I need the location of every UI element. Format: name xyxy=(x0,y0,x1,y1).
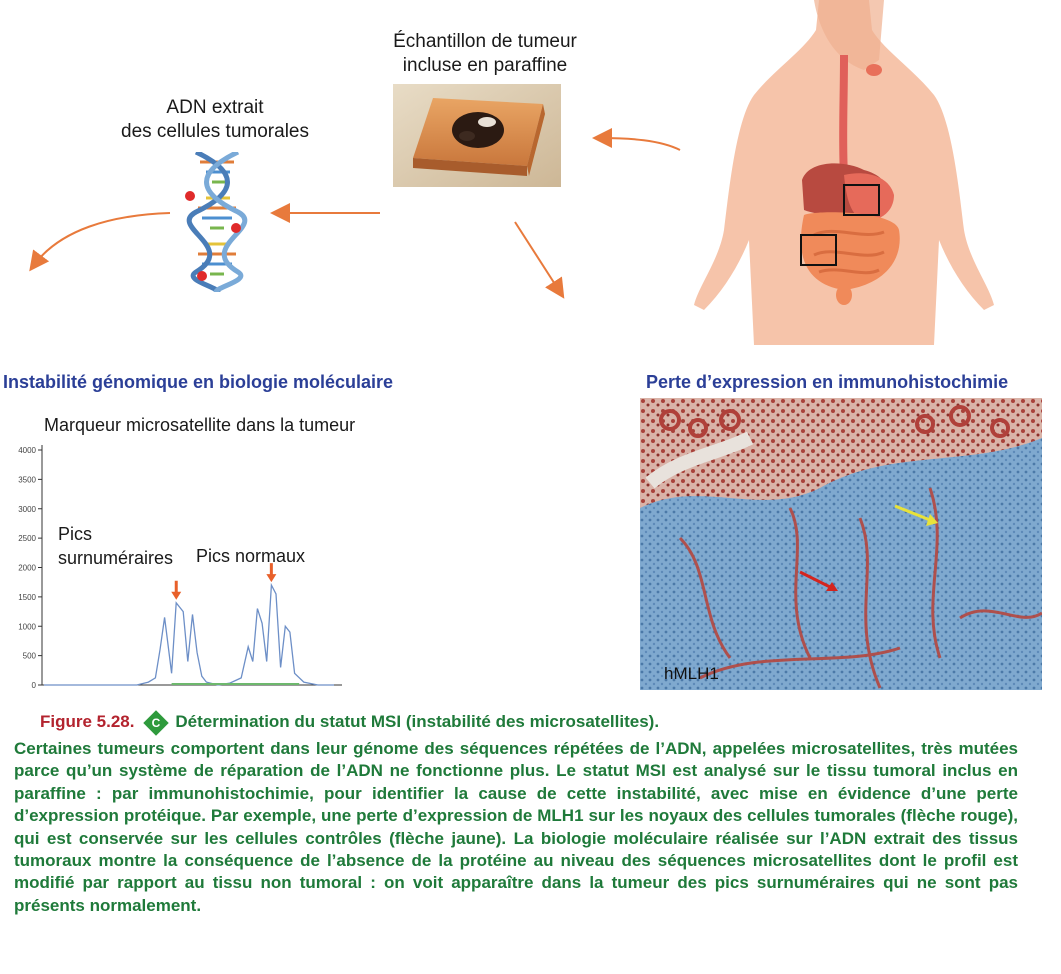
y-tick-label: 3500 xyxy=(18,475,36,484)
dna-label-line1: ADN extrait xyxy=(166,97,264,118)
microsatellite-chart: 0 500 1000 1500 2000 2500 3000 3500 4000 xyxy=(18,445,342,690)
annotation-extra-line1: Pics xyxy=(58,524,93,544)
dna-helix-icon xyxy=(178,149,256,294)
y-tick-label: 2000 xyxy=(18,564,36,573)
left-panel-title: Instabilité génomique en biologie molécu… xyxy=(3,372,394,392)
y-tick-label: 500 xyxy=(23,652,37,661)
arrow-sample-to-ihc xyxy=(514,221,565,299)
figure-caption-body: Certaines tumeurs comportent dans leur g… xyxy=(14,739,1018,915)
y-tick-label: 4000 xyxy=(18,446,36,455)
chart-title: Marqueur microsatellite dans la tumeur xyxy=(44,415,356,435)
annotation-extra-line2: surnuméraires xyxy=(58,548,174,568)
microsatellite-trace xyxy=(44,582,334,686)
normal-peak-arrowhead xyxy=(266,574,277,583)
figure-title: Détermination du statut MSI (instabilité… xyxy=(175,712,660,731)
stain-label: hMLH1 xyxy=(664,664,719,683)
sample-label-line1: Échantillon de tumeur xyxy=(393,31,577,52)
figure-number: Figure 5.28. xyxy=(40,712,135,731)
right-panel-title: Perte d’expression en immunohistochimie xyxy=(646,372,1009,392)
figure-caption-title: Figure 5.28. C Détermination du statut M… xyxy=(40,710,1040,736)
arrow-dna-to-molecular xyxy=(29,212,171,272)
dna-label-line2: des cellules tumorales xyxy=(121,121,309,142)
sample-label-line2: incluse en paraffine xyxy=(402,55,568,76)
y-tick-label: 3000 xyxy=(18,505,36,514)
sample-label: Échantillon de tumeur incluse en paraffi… xyxy=(355,30,615,78)
paraffin-block-icon xyxy=(393,84,561,187)
y-tick-label: 2500 xyxy=(18,534,36,543)
badge-letter: C xyxy=(151,715,161,730)
y-tick-label: 0 xyxy=(32,681,37,690)
dna-label: ADN extrait des cellules tumorales xyxy=(100,96,330,144)
extra-peak-arrowhead xyxy=(171,591,182,600)
histology-stain-icon: hMLH1 xyxy=(640,398,1042,690)
arrow-body-to-sample xyxy=(592,128,681,151)
annotation-extra-peaks: Pics surnuméraires xyxy=(58,522,173,570)
body-digestive-icon xyxy=(694,0,994,345)
y-tick-label: 1000 xyxy=(18,622,36,631)
annotation-normal-peaks: Pics normaux xyxy=(196,546,306,566)
y-tick-label: 1500 xyxy=(18,593,36,602)
chapter-badge-icon: C xyxy=(143,710,169,736)
flow-arrows xyxy=(29,128,681,299)
